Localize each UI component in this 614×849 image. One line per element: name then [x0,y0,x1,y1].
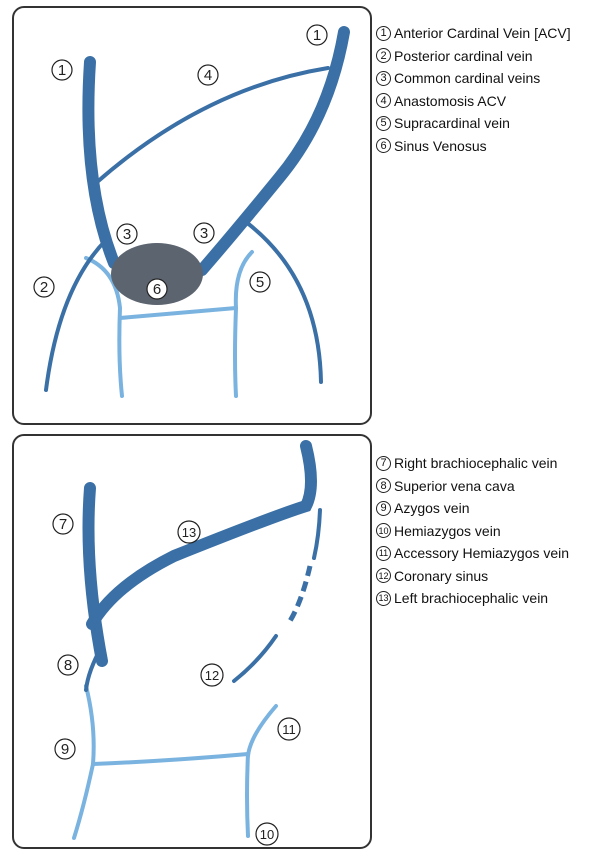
left-brachiocephalic-vein [92,446,311,624]
marker-8: 8 [58,655,78,675]
legend-number: 3 [376,71,391,86]
legend-number: 8 [376,478,391,493]
azygos-vein [74,686,94,838]
marker-11: 11 [278,718,300,740]
legend-number: 6 [376,138,391,153]
legend-label: Superior vena cava [394,478,515,494]
marker-4: 4 [198,65,218,85]
hemiazygos-vein [247,754,248,836]
marker-3-left: 3 [117,224,137,244]
legend-label: Posterior cardinal vein [394,48,533,64]
marker-5: 5 [250,272,270,292]
legend-label: Left brachiocephalic vein [394,590,548,606]
legend-number: 13 [376,591,391,606]
marker-label: 6 [153,281,161,298]
legend-label: Sinus Venosus [394,138,487,154]
legend-number: 11 [376,546,391,561]
azygos-hemiazygos-connection [93,754,248,764]
oblique-vein-dashed [290,566,310,621]
adult-veins-diagram: 7 13 8 12 9 11 10 [14,436,370,847]
bottom-diagram-panel: 7 13 8 12 9 11 10 [12,434,372,849]
marker-1-left: 1 [52,60,72,80]
legend-number: 4 [376,93,391,108]
legend-label: Azygos vein [394,500,469,516]
right-brachiocephalic-vein [89,488,103,661]
legend-number: 9 [376,501,391,516]
marker-label: 1 [58,62,66,79]
marker-1-right: 1 [307,25,327,45]
embryonic-veins-diagram: 1 1 4 3 3 6 2 5 [14,8,370,423]
legend-label: Hemiazygos vein [394,523,501,539]
supracardinal-anastomosis [120,308,236,318]
left-anterior-cardinal-vein [88,62,114,263]
accessory-hemiazygos-vein [248,706,276,756]
right-supracardinal-vein [235,252,252,396]
marker-10: 10 [256,823,278,845]
marker-label: 9 [61,741,69,758]
marker-label: 1 [313,27,321,44]
marker-label: 4 [204,67,212,84]
legend-number: 7 [376,456,391,471]
legend-number: 2 [376,48,391,63]
marker-label: 13 [182,525,196,540]
marker-7: 7 [53,514,73,534]
legend-number: 12 [376,568,391,583]
legend-number: 5 [376,116,391,131]
marker-label: 12 [205,668,219,683]
legend-number: 1 [376,26,391,41]
legend-label: Right brachiocephalic vein [394,455,557,471]
coronary-sinus [234,636,276,681]
marker-6: 6 [147,279,167,299]
legend-label: Anterior Cardinal Vein [ACV] [394,25,571,41]
legend-label: Coronary sinus [394,568,488,584]
marker-label: 3 [123,226,131,243]
legend-label: Common cardinal veins [394,70,540,86]
marker-12: 12 [201,664,223,686]
marker-9: 9 [55,739,75,759]
left-superior-intercostal-vein [314,510,320,558]
marker-label: 7 [59,516,67,533]
legend-label: Accessory Hemiazygos vein [394,545,569,561]
legend-label: Anastomosis ACV [394,93,506,109]
marker-label: 11 [282,722,296,737]
marker-2: 2 [34,277,54,297]
legend-number: 10 [376,523,391,538]
marker-label: 8 [64,657,72,674]
marker-3-right: 3 [194,223,214,243]
legend-label: Supracardinal vein [394,115,510,131]
marker-label: 2 [40,279,48,296]
marker-label: 10 [260,827,274,842]
marker-label: 3 [200,225,208,242]
top-diagram-panel: 1 1 4 3 3 6 2 5 [12,6,372,425]
marker-13: 13 [178,521,200,543]
right-posterior-cardinal-vein [246,222,321,382]
marker-label: 5 [256,274,264,291]
